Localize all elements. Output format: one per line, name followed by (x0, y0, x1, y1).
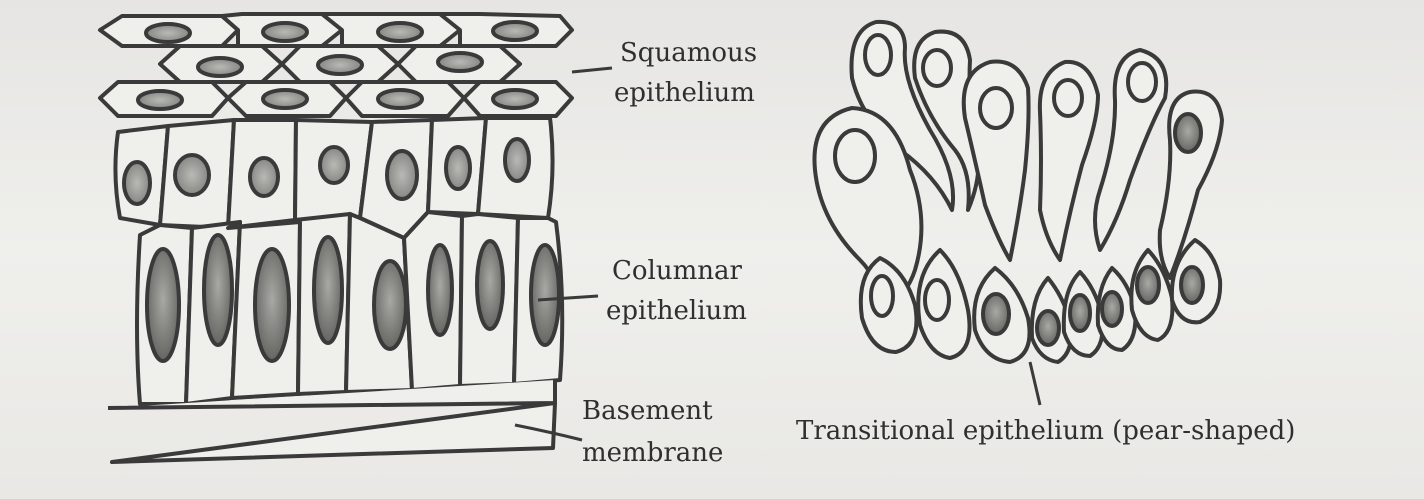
basement-label-line1: Basement (582, 396, 713, 427)
columnar-label-line1: Columnar (612, 256, 742, 287)
squamous-leader (572, 68, 612, 72)
transitional-leader (1030, 362, 1040, 405)
basement-label-line2: membrane (582, 438, 723, 469)
columnar-label-line2: epithelium (606, 296, 747, 327)
squamous-label-line2: epithelium (614, 78, 755, 109)
transitional-caption: Transitional epithelium (pear-shaped) (796, 416, 1295, 447)
squamous-label-line1: Squamous (620, 38, 757, 69)
